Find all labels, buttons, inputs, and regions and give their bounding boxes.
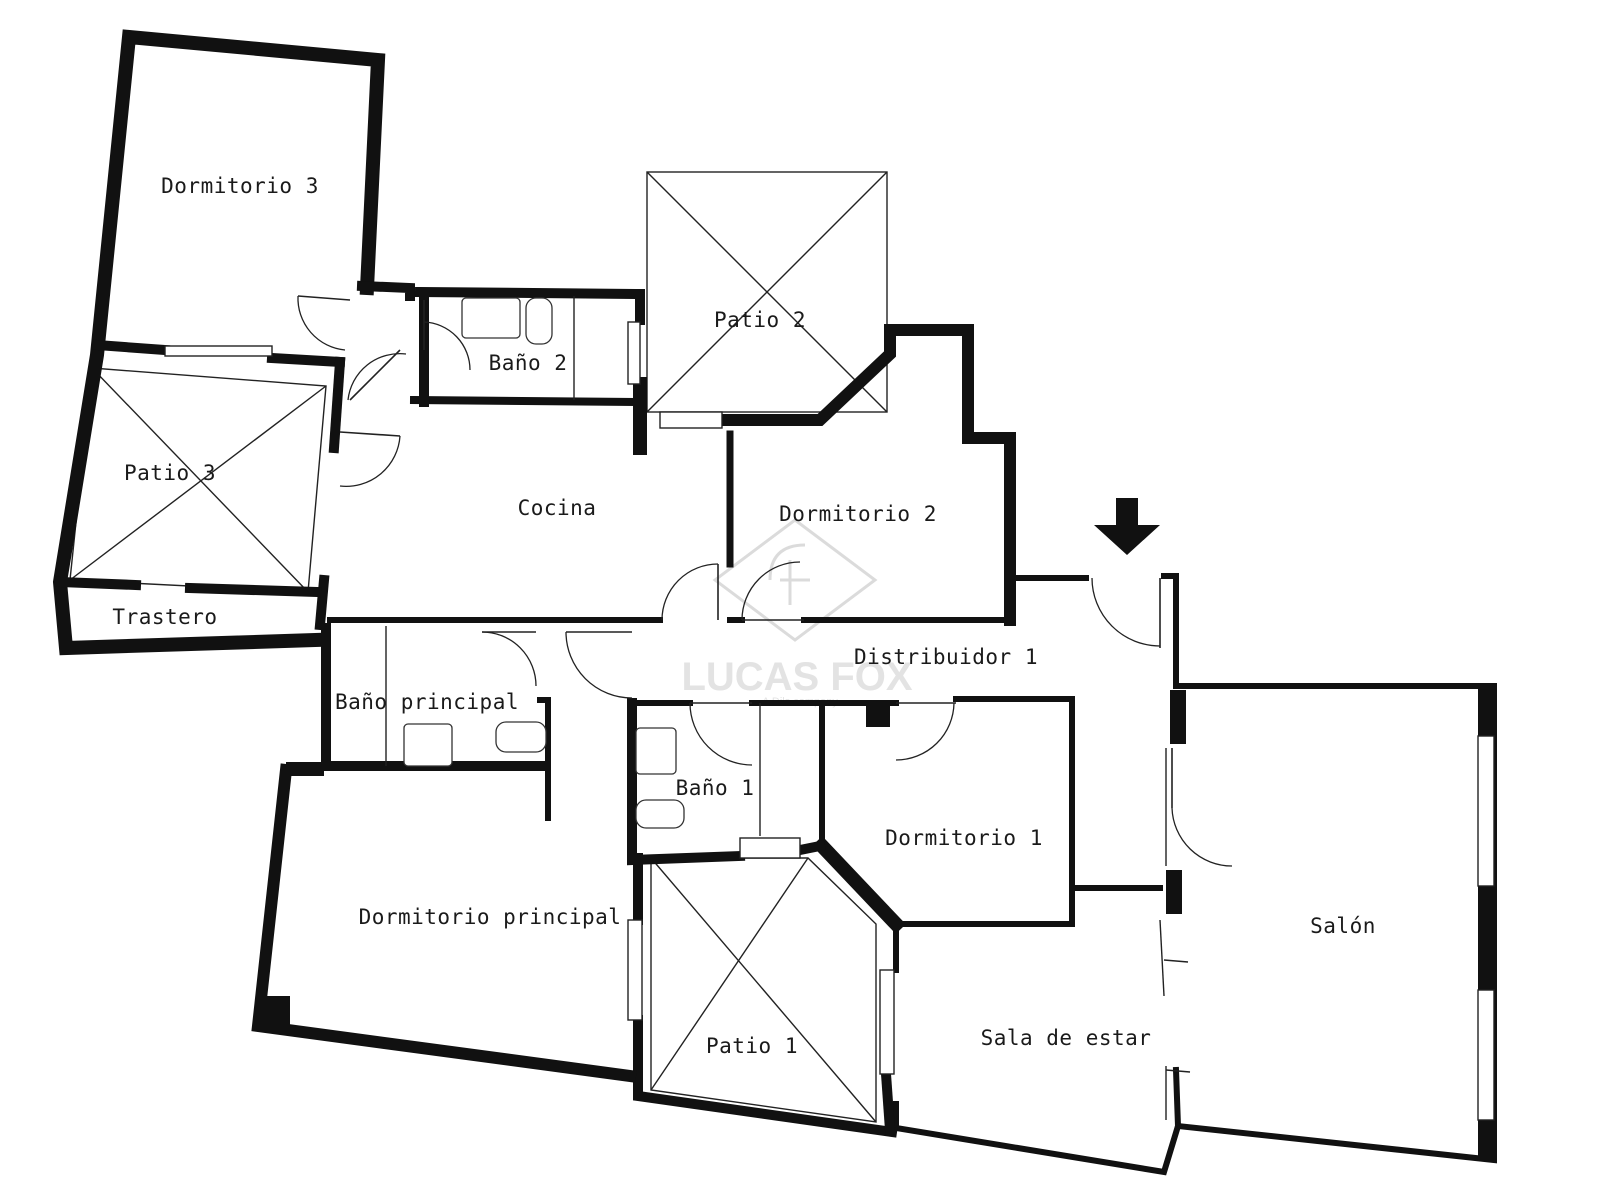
room-label-trastero: Trastero xyxy=(112,605,217,629)
windows xyxy=(164,321,1495,1121)
room-label-dormitorio-principal: Dormitorio principal xyxy=(359,905,622,929)
watermark-logo-icon xyxy=(712,518,878,642)
sink-icon xyxy=(635,727,677,775)
toilet-icon xyxy=(495,721,547,753)
room-label-sala-de-estar: Sala de estar xyxy=(981,1026,1152,1050)
toilet-icon xyxy=(635,799,685,829)
room-label-distribuidor-1: Distribuidor 1 xyxy=(854,645,1038,669)
sink-icon xyxy=(403,723,453,767)
toilet-icon xyxy=(525,297,553,345)
walls xyxy=(52,29,1497,1176)
entrance-arrow-icon xyxy=(1094,498,1160,555)
watermark: LUCAS FOX A Dils company xyxy=(681,518,913,708)
room-labels: Dormitorio 3 Patio 2 Baño 2 Patio 3 Coci… xyxy=(112,174,1375,1058)
room-label-dormitorio-3: Dormitorio 3 xyxy=(161,174,319,198)
doors xyxy=(297,295,1233,1120)
room-label-patio-2: Patio 2 xyxy=(714,308,806,332)
room-label-bano-2: Baño 2 xyxy=(489,351,568,375)
room-label-patio-3: Patio 3 xyxy=(124,461,216,485)
room-label-dormitorio-1: Dormitorio 1 xyxy=(885,826,1043,850)
patio-2 xyxy=(646,171,888,413)
room-label-bano-1: Baño 1 xyxy=(676,776,755,800)
fixtures xyxy=(385,296,761,836)
patio-1 xyxy=(650,857,877,1123)
room-label-patio-1: Patio 1 xyxy=(706,1034,798,1058)
watermark-brand: LUCAS FOX xyxy=(681,655,912,699)
bathtub-icon xyxy=(461,297,521,339)
room-label-bano-principal: Baño principal xyxy=(335,690,519,714)
room-label-salon: Salón xyxy=(1310,914,1376,938)
room-label-cocina: Cocina xyxy=(518,496,597,520)
room-label-dormitorio-2: Dormitorio 2 xyxy=(779,502,937,526)
